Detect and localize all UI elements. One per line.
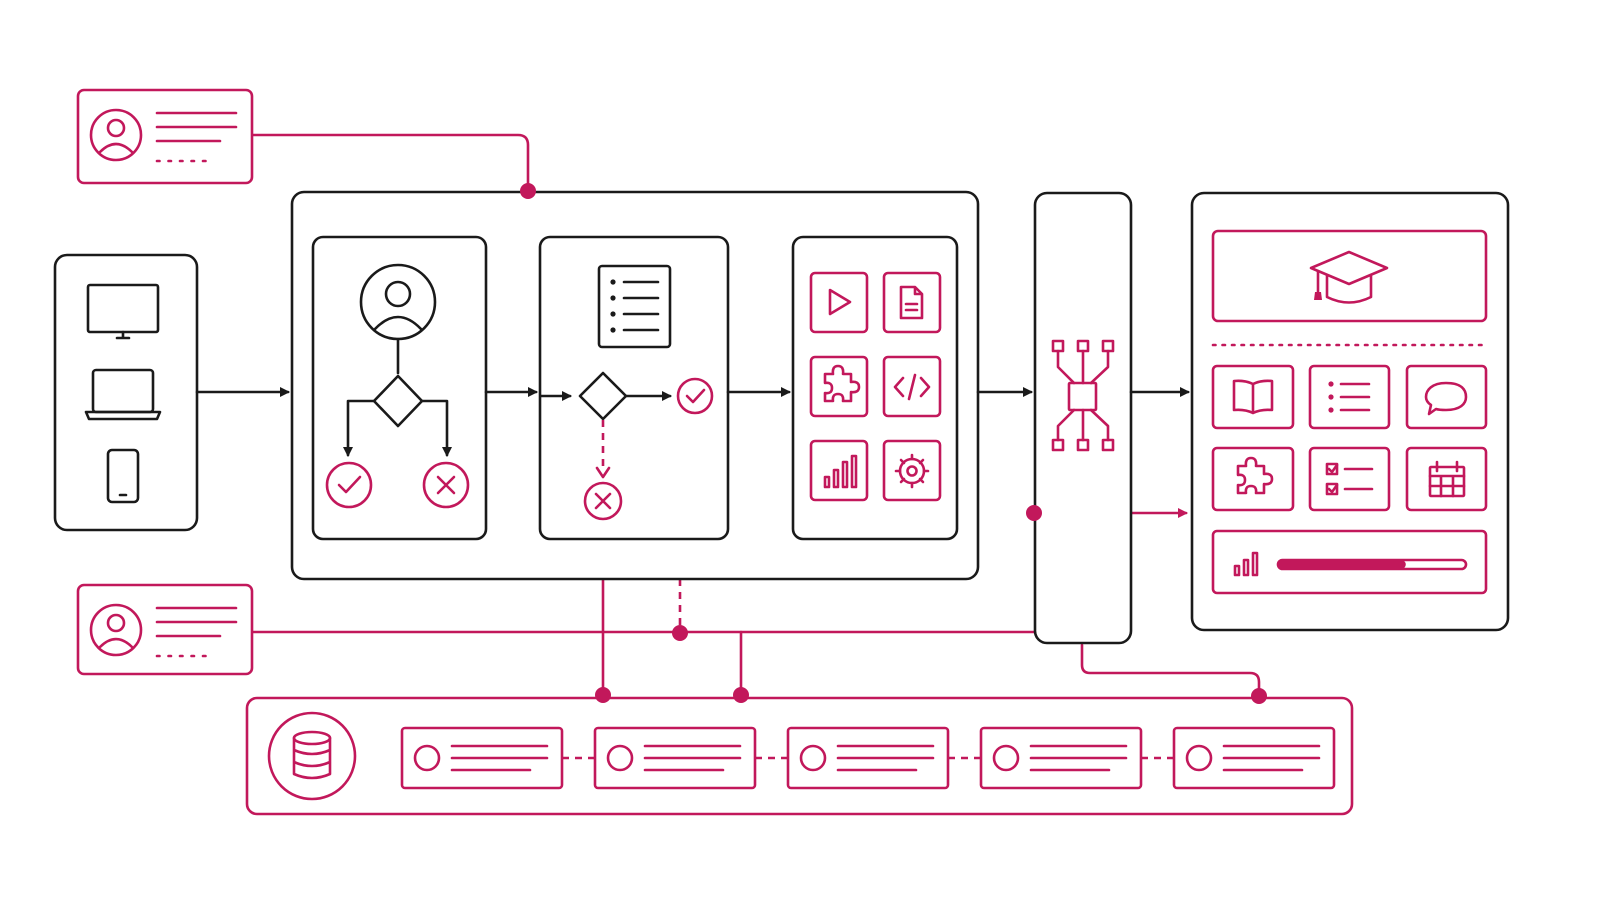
play-video-icon[interactable] bbox=[809, 271, 869, 334]
puzzle-icon[interactable] bbox=[809, 355, 869, 418]
progress-fill bbox=[1278, 560, 1406, 569]
record-status-icon bbox=[992, 744, 1020, 772]
storage-records bbox=[400, 726, 1336, 790]
user-avatar-icon bbox=[89, 603, 143, 657]
user-card-top[interactable] bbox=[76, 88, 254, 185]
document-icon[interactable] bbox=[882, 271, 942, 334]
phone-icon bbox=[106, 448, 140, 504]
approved-check-icon bbox=[676, 377, 714, 415]
monitor-icon bbox=[86, 283, 160, 340]
gear-icon[interactable] bbox=[882, 439, 942, 502]
calendar-icon[interactable] bbox=[1405, 446, 1488, 512]
record-status-icon bbox=[606, 744, 634, 772]
progress-card bbox=[1211, 529, 1488, 595]
storage-record[interactable] bbox=[400, 726, 564, 790]
storage-record[interactable] bbox=[1172, 726, 1336, 790]
hub-to-storage-connector bbox=[1080, 643, 1261, 697]
network-hub-icon bbox=[1051, 339, 1115, 452]
learning-portal-panel bbox=[1190, 191, 1510, 632]
approved-check-icon bbox=[325, 461, 373, 509]
devices-panel bbox=[53, 253, 199, 532]
junction-dots bbox=[520, 183, 1267, 704]
storage-record[interactable] bbox=[979, 726, 1143, 790]
course-banner[interactable] bbox=[1211, 229, 1488, 323]
task-checklist-icon[interactable] bbox=[1308, 446, 1391, 512]
user-card-bottom[interactable] bbox=[76, 583, 254, 676]
code-icon[interactable] bbox=[882, 355, 942, 418]
record-status-icon bbox=[413, 744, 441, 772]
user-decision-card bbox=[311, 235, 488, 541]
rejected-x-icon bbox=[583, 481, 623, 521]
rejected-x-icon bbox=[422, 461, 470, 509]
database-icon bbox=[267, 711, 357, 801]
bar-chart-icon[interactable] bbox=[809, 439, 869, 502]
content-modules-card bbox=[791, 235, 959, 541]
bar-chart-icon bbox=[1233, 551, 1259, 577]
laptop-icon bbox=[84, 368, 162, 421]
text-lines bbox=[155, 111, 238, 163]
storage-panel bbox=[245, 696, 1354, 816]
record-status-icon bbox=[1185, 744, 1213, 772]
graduation-cap-icon bbox=[1309, 250, 1389, 304]
checklist-document-icon bbox=[597, 264, 672, 349]
review-decision-card bbox=[538, 235, 730, 541]
record-status-icon bbox=[799, 744, 827, 772]
user-avatar-icon bbox=[89, 108, 143, 162]
storage-record[interactable] bbox=[593, 726, 757, 790]
decision-diamond-icon bbox=[372, 374, 424, 428]
chat-bubble-icon[interactable] bbox=[1405, 364, 1488, 430]
list-icon[interactable] bbox=[1308, 364, 1391, 430]
top-user-connector bbox=[250, 133, 530, 192]
integration-hub-panel bbox=[1033, 191, 1133, 645]
puzzle-icon[interactable] bbox=[1211, 446, 1295, 512]
storage-record[interactable] bbox=[786, 726, 950, 790]
text-lines bbox=[155, 606, 238, 658]
book-icon[interactable] bbox=[1211, 364, 1295, 430]
decision-diamond-icon bbox=[578, 371, 628, 421]
